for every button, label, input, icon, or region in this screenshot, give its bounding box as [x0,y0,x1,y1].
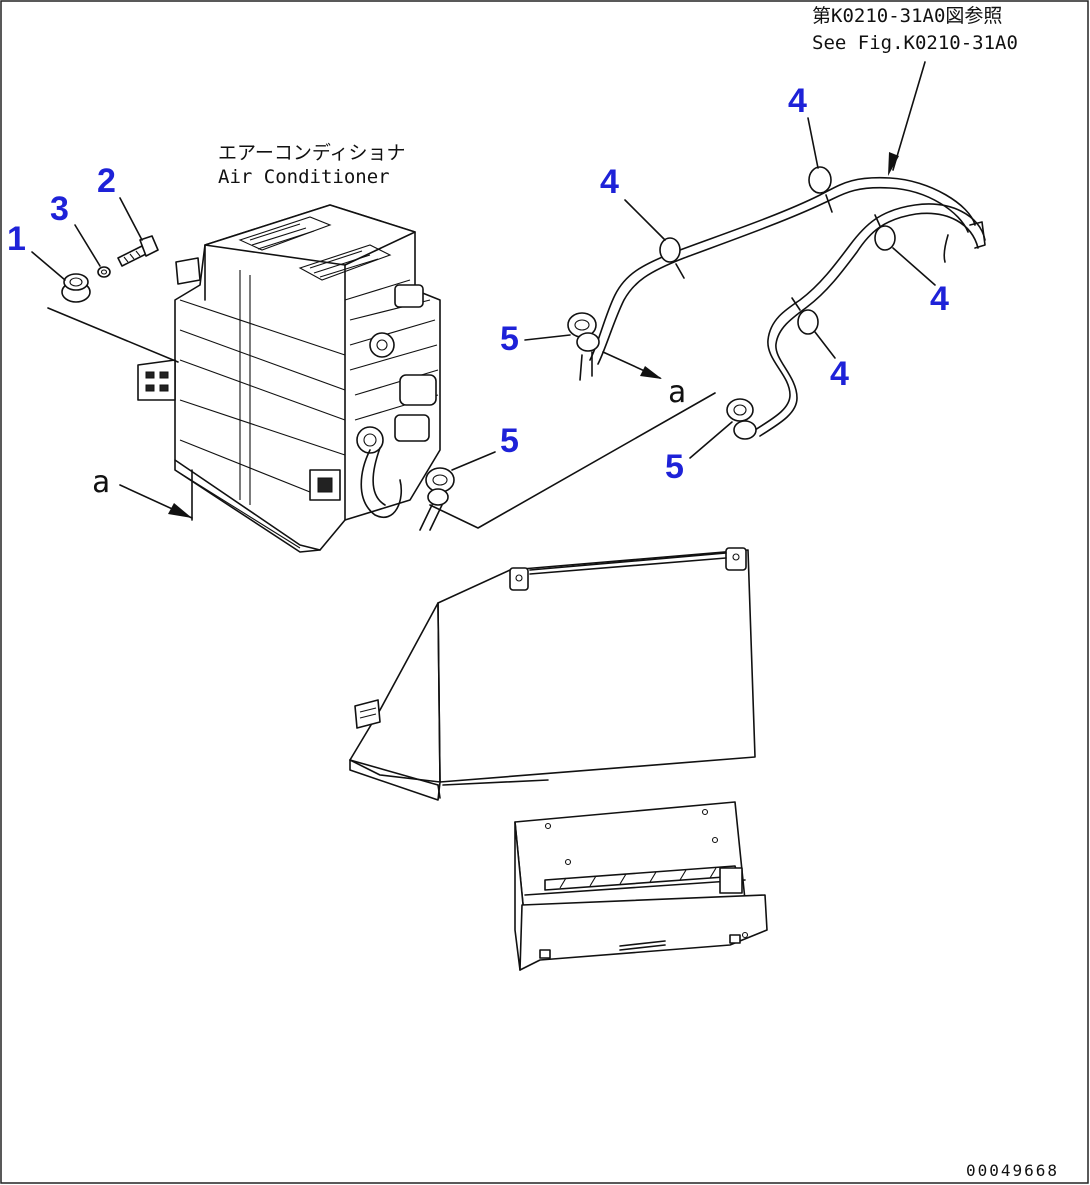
part-1-grommet [61,273,91,303]
part-3-washer-hole [100,269,108,275]
lower-glove-box [514,801,768,971]
leader-4-top [807,117,819,169]
part-3-washer [97,266,111,278]
leader-2 [119,197,143,241]
reference-leader [892,61,926,171]
view-marker-left: a [92,465,110,500]
air-conditioner-label-jp: エアーコンディショナ [218,142,406,164]
callout-4-top: 4 [788,82,807,120]
upper-cover-panel [349,547,756,801]
leader-4-lower [814,331,836,359]
callout-4-right: 4 [930,280,949,318]
reference-note-en: See Fig.K0210-31A0 [812,32,1018,54]
callout-2: 2 [97,162,116,200]
air-conditioner-unit [137,204,441,553]
reference-note-jp: 第K0210-31A0図参照 [812,5,1002,27]
leader-5-lower [689,421,733,459]
view-arrowhead-left [168,503,192,518]
part-5-grommet-ac [419,467,455,531]
view-connection-line [429,392,716,529]
leader-5-top [524,334,571,341]
callout-5-ac: 5 [500,422,519,460]
leader-4-right [892,247,936,286]
drawing-number: 00049668 [966,1161,1059,1180]
leader-1 [31,251,66,281]
part-2-bolt [117,235,159,267]
leader-4-left [624,199,666,241]
leader-3 [74,224,101,267]
leader-1-install [47,307,179,363]
reference-arrowhead [888,152,899,176]
view-arrowhead-right [640,366,662,379]
leader-5-ac [451,451,496,471]
callout-3: 3 [50,190,69,228]
callout-5-top: 5 [500,320,519,358]
callout-4-lower: 4 [830,355,849,393]
callout-1: 1 [7,220,26,258]
callout-5-lower: 5 [665,448,684,486]
hose-harness [567,166,986,440]
view-marker-right: a [668,375,686,410]
callout-4-left: 4 [600,163,619,201]
air-conditioner-label-en: Air Conditioner [218,166,390,188]
